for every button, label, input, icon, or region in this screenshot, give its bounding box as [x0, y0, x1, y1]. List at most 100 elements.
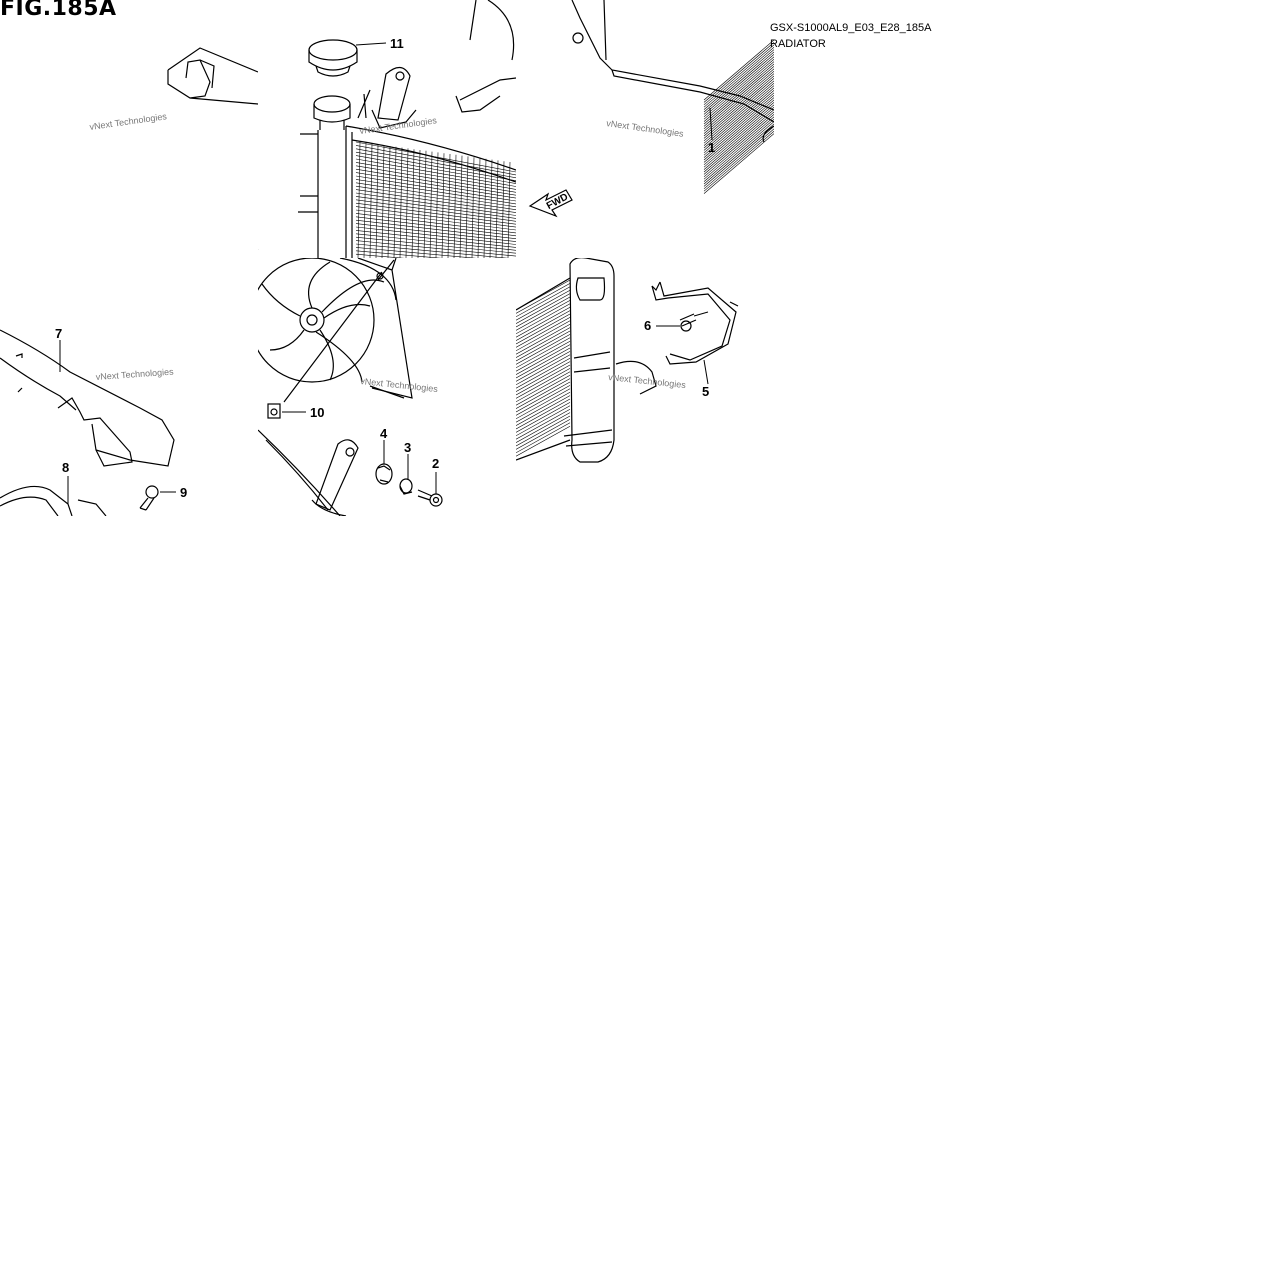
fin-line	[703, 80, 774, 142]
fin-line	[516, 330, 571, 362]
fin-line	[516, 296, 571, 328]
fin-line	[355, 192, 516, 216]
fin-line	[447, 153, 451, 258]
fin-line	[516, 334, 571, 365]
fin-line	[703, 116, 774, 178]
fin-line	[516, 368, 571, 399]
fin-line	[516, 279, 571, 311]
fin-line	[471, 157, 475, 258]
fin-line	[703, 66, 774, 127]
fin-line	[703, 104, 774, 166]
fin-line	[355, 172, 516, 199]
fin-line	[703, 102, 774, 163]
fin-line	[703, 78, 774, 139]
fin-line	[516, 351, 571, 382]
fin-line	[516, 391, 571, 423]
fin-line	[411, 149, 415, 258]
fin-line	[703, 94, 774, 156]
fin-line	[516, 381, 571, 413]
fin-line	[516, 405, 571, 437]
fin-line	[703, 128, 774, 190]
shroud-upper-piece	[167, 47, 258, 105]
fin-line	[369, 143, 373, 258]
fin-line	[516, 323, 571, 355]
fin-line	[516, 337, 571, 369]
fin-line	[355, 179, 516, 205]
fin-line	[703, 92, 774, 154]
radiator-cap	[308, 39, 358, 77]
fin-line	[703, 130, 774, 192]
fin-line	[417, 149, 421, 258]
fin-line	[516, 415, 571, 447]
fin-line	[703, 111, 774, 173]
fin-line	[516, 371, 571, 403]
fin-line	[703, 42, 774, 103]
fin-line	[355, 253, 405, 258]
section-title: RADIATOR	[770, 38, 826, 50]
fin-line	[355, 151, 516, 181]
fin-line	[703, 54, 774, 115]
fin-line	[516, 398, 571, 430]
fin-line	[355, 148, 516, 179]
fin-line	[516, 289, 571, 321]
fin-line	[516, 361, 571, 392]
fin-line	[703, 44, 774, 106]
fin-line	[381, 145, 385, 258]
fin-line	[703, 75, 774, 137]
fin-line	[703, 109, 774, 170]
fwd-label: FWD	[545, 192, 570, 212]
fin-line	[516, 286, 571, 318]
fin-line	[516, 385, 571, 416]
fin-line	[355, 189, 516, 213]
fin-line	[516, 344, 571, 375]
fin-line	[516, 300, 571, 331]
cooling-fan	[258, 258, 413, 516]
bolt-2	[417, 489, 443, 507]
shroud-lower-piece	[0, 329, 175, 467]
fin-line	[516, 395, 571, 426]
fin-line	[429, 151, 433, 258]
watermark-4: vNext Technologies	[95, 367, 174, 382]
fin-line	[355, 196, 516, 219]
fin-line	[355, 182, 516, 208]
callout-8: 8	[62, 460, 69, 475]
radiator-fin-hatching	[703, 39, 774, 194]
fin-line	[703, 46, 774, 108]
fin-line	[516, 422, 571, 454]
fin-line	[405, 148, 409, 258]
callout-4: 4	[380, 426, 388, 441]
fin-line	[703, 99, 774, 161]
fin-line	[516, 388, 571, 420]
fin-line	[489, 159, 493, 258]
watermark-1: vNext Technologies	[89, 111, 168, 132]
fin-line	[516, 347, 571, 379]
fin-line	[703, 61, 774, 122]
fin-line	[703, 68, 774, 130]
fin-line	[516, 419, 571, 450]
fin-line	[703, 49, 774, 110]
callout-9: 9	[180, 485, 187, 500]
callout-6: 6	[644, 318, 651, 333]
mounting-bracket-5	[651, 281, 739, 365]
leader-lines	[59, 42, 713, 504]
fin-line	[516, 310, 571, 341]
figure-title: FIG.185A	[0, 0, 117, 21]
fin-line	[703, 123, 774, 185]
fin-line	[703, 114, 774, 175]
callout-10: 10	[310, 405, 324, 420]
callout-numbers: 1 2 3 4 5 6 7 8 9 10 11	[55, 36, 715, 500]
fin-line	[703, 63, 774, 125]
fin-line	[435, 152, 439, 258]
fin-line	[516, 340, 571, 372]
fin-line	[516, 283, 571, 314]
fin-line	[355, 155, 516, 184]
fin-line	[355, 206, 516, 228]
fin-line	[441, 153, 445, 258]
fin-line	[703, 56, 774, 118]
fin-line	[516, 408, 571, 440]
callout-1: 1	[708, 140, 715, 155]
fwd-arrow-icon: FWD	[528, 189, 573, 218]
fin-line	[516, 306, 571, 338]
